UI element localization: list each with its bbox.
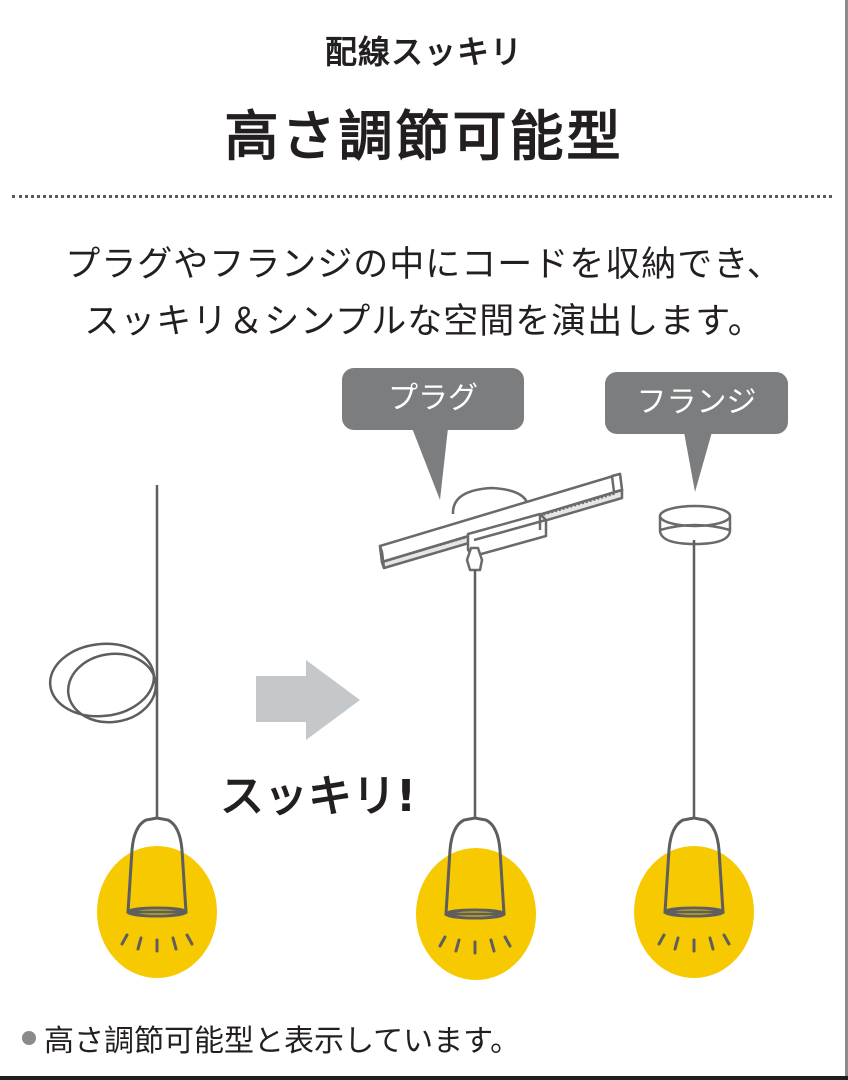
arrow-caption: スッキリ! xyxy=(220,771,417,822)
pendant-flange-icon xyxy=(657,540,731,953)
plug-label-bubble: プラグ xyxy=(342,368,524,430)
dotted-divider xyxy=(12,195,832,198)
pendant-coiled-cord-icon xyxy=(48,485,194,953)
flange-bubble-tail xyxy=(684,432,712,492)
rail-plug-icon xyxy=(378,472,624,572)
footnote: 高さ調節可能型と表示しています。 xyxy=(22,1016,520,1060)
right-edge-border xyxy=(845,0,848,1080)
feature-subtitle: 配線スッキリ xyxy=(324,33,523,71)
bullet-icon xyxy=(22,1031,36,1045)
plug-bubble-tail xyxy=(412,428,448,500)
bottom-edge-border xyxy=(0,1076,848,1080)
description-line-1: プラグやフランジの中にコードを収納でき、 xyxy=(65,245,783,285)
footnote-text: 高さ調節可能型と表示しています。 xyxy=(44,1024,521,1059)
feature-title: 高さ調節可能型 xyxy=(224,105,624,168)
flange-label-bubble: フランジ xyxy=(605,372,788,434)
arrow-right-icon xyxy=(256,660,360,740)
pendant-plug-icon xyxy=(438,570,512,955)
description-line-2: スッキリ＆シンプルな空間を演出します。 xyxy=(84,302,764,342)
flange-canopy-icon xyxy=(658,504,732,546)
